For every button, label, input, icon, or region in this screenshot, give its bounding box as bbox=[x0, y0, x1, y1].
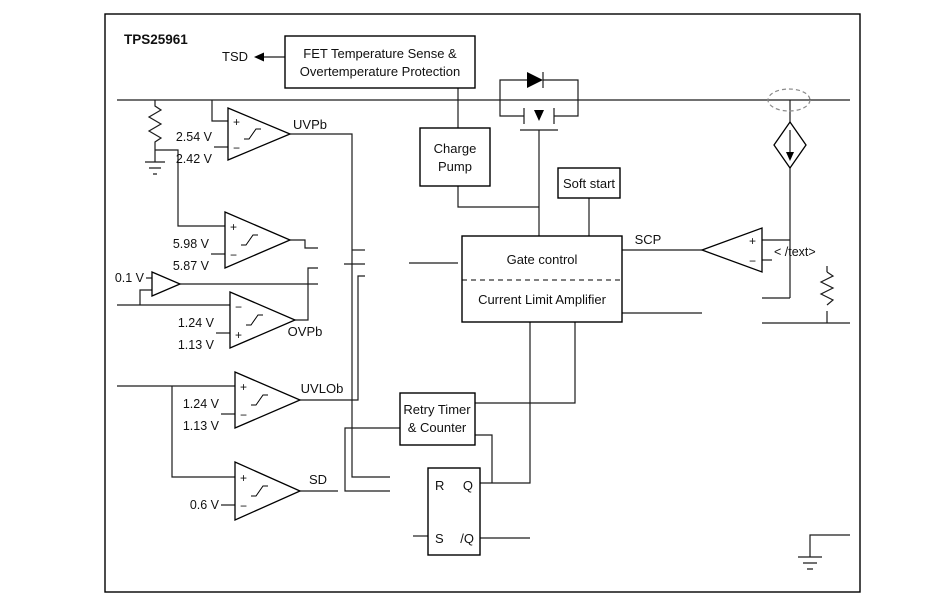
gate-control-block: Gate control Current Limit Amplifier bbox=[461, 235, 623, 323]
minus-sign: − bbox=[749, 254, 756, 268]
vint-resistor bbox=[819, 271, 835, 306]
ground-symbol-left bbox=[145, 161, 165, 175]
uvpb-top-label: UVPb bbox=[293, 117, 327, 132]
hysteresis-icon bbox=[244, 128, 261, 140]
charge-pump-line1: Charge bbox=[434, 141, 477, 156]
wires bbox=[117, 56, 850, 557]
body-diode-icon bbox=[499, 72, 579, 100]
fet-temp-line1: FET Temperature Sense & bbox=[303, 46, 457, 61]
soft-start-label: Soft start bbox=[563, 176, 615, 191]
uvp2-falling-ref: 5.87 V bbox=[173, 259, 210, 273]
hysteresis-icon bbox=[246, 314, 263, 326]
uvp2-rising-ref: 5.98 V bbox=[173, 237, 210, 251]
current-sense-source-icon bbox=[773, 120, 807, 170]
minus-sign: − bbox=[240, 408, 247, 422]
sd-threshold-ref: 0.6 V bbox=[190, 498, 220, 512]
sense-fet-ellipse bbox=[767, 88, 811, 112]
sd-label: SD bbox=[309, 472, 327, 487]
hysteresis-icon bbox=[251, 485, 268, 497]
latch-s-label: S bbox=[435, 531, 444, 546]
ovp-rising-ref: 1.24 V bbox=[178, 316, 215, 330]
resistor-symbol bbox=[147, 100, 163, 150]
plus-sign: + bbox=[230, 220, 237, 234]
uvlob-label: UVLOb bbox=[301, 381, 344, 396]
ground-symbol-right bbox=[798, 556, 822, 570]
latch-q-label: Q bbox=[463, 478, 473, 493]
minus-sign: − bbox=[240, 499, 247, 513]
comparator-ovp: − + 1.24 V 1.13 V bbox=[178, 291, 297, 352]
charge-pump-line2: Pump bbox=[438, 159, 472, 174]
tsd-arrowhead bbox=[254, 52, 264, 62]
uvp-falling-ref: 2.42 V bbox=[176, 152, 213, 166]
scp-label: SCP bbox=[635, 232, 662, 247]
comparator-scp: + − bbox=[700, 227, 763, 273]
hysteresis-icon bbox=[251, 394, 268, 406]
ovp-falling-ref: 1.13 V bbox=[178, 338, 215, 352]
input-divider-resistor bbox=[147, 100, 163, 150]
fet-temp-sense-block: FET Temperature Sense & Overtemperature … bbox=[284, 35, 476, 89]
soft-start-block: Soft start bbox=[557, 167, 621, 199]
latch-qb-label: /Q bbox=[460, 531, 474, 546]
isc-label: < /text> I SC + − VINT SWEN UVPb RETRY T… bbox=[774, 245, 816, 259]
comparator-uvp2: + − 5.98 V 5.87 V bbox=[173, 211, 292, 273]
plus-sign: + bbox=[235, 328, 242, 342]
plus-sign: + bbox=[240, 380, 247, 394]
plus-sign: + bbox=[233, 115, 240, 129]
fet-temp-line2: Overtemperature Protection bbox=[300, 64, 460, 79]
retry-timer-block: Retry Timer & Counter bbox=[399, 392, 476, 446]
charge-pump-block: Charge Pump bbox=[419, 127, 491, 187]
hysteresis-icon bbox=[241, 234, 258, 246]
gate-control-line2: Current Limit Amplifier bbox=[478, 292, 607, 307]
comparator-uvlo: + − 1.24 V 1.13 V bbox=[183, 371, 302, 433]
plus-sign: + bbox=[240, 471, 247, 485]
comparator-uvp: + − 2.54 V 2.42 V bbox=[176, 107, 292, 166]
ovlo-detect-ref: 0.1 V bbox=[115, 271, 145, 285]
latch-r-label: R bbox=[435, 478, 444, 493]
uvlo-rising-ref: 1.24 V bbox=[183, 397, 220, 411]
pass-fet-icon bbox=[499, 100, 579, 131]
uvlo-falling-ref: 1.13 V bbox=[183, 419, 220, 433]
resistor-symbol bbox=[819, 271, 835, 306]
ovlo-detect-buffer: 0.1 V bbox=[115, 271, 182, 297]
retry-line1: Retry Timer bbox=[403, 402, 471, 417]
uvp-rising-ref: 2.54 V bbox=[176, 130, 213, 144]
minus-sign: − bbox=[230, 248, 237, 262]
sr-latch-block: R Q S /Q bbox=[427, 467, 481, 556]
minus-sign: − bbox=[235, 300, 242, 314]
ovpb-label: OVPb bbox=[288, 324, 323, 339]
retry-line2: & Counter bbox=[408, 420, 467, 435]
tsd-top-label: TSD bbox=[222, 49, 248, 64]
minus-sign: − bbox=[233, 141, 240, 155]
plus-sign: + bbox=[749, 234, 756, 248]
chip-title: TPS25961 bbox=[124, 32, 188, 47]
gate-control-line1: Gate control bbox=[507, 252, 578, 267]
comparator-shutdown: + − 0.6 V bbox=[190, 460, 302, 522]
